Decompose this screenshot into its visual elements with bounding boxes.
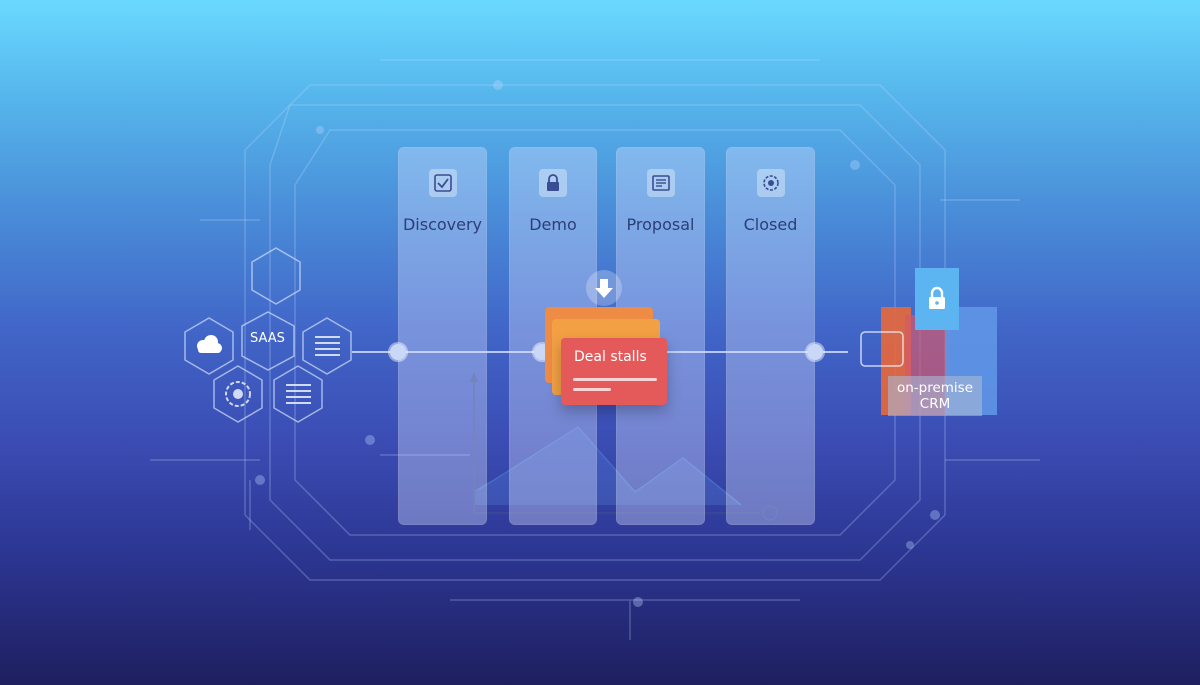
lock-icon [915,268,959,330]
saas-label: SAAS [250,331,285,346]
cloud-icon [197,335,222,353]
checkbox-icon [428,169,457,197]
list-icon [286,384,311,404]
deal-card: Deal stalls [561,338,667,405]
stage-label: Discovery [402,215,483,234]
stage-label: Proposal [626,215,695,234]
gear-icon [225,381,251,407]
list-icon [315,336,340,356]
stage-label: Closed [743,215,798,234]
stage-label: Demo [529,215,577,234]
stage-column-discovery: Discovery [398,147,487,525]
gear-icon [756,169,785,197]
deal-card-line [573,378,657,381]
hexagon-cluster [184,247,352,423]
deal-card-line [573,388,611,391]
crm-label: on-premise CRM [888,376,982,416]
crm-outline-box [860,331,904,367]
pipeline-node [390,344,406,360]
stage-column-closed: Closed [726,147,815,525]
deal-card-label: Deal stalls [574,349,647,365]
lock-icon [539,169,567,197]
pipeline-node [807,344,823,360]
trend-chart [470,372,778,521]
document-icon [646,169,675,197]
arrow-down-icon [586,270,622,306]
